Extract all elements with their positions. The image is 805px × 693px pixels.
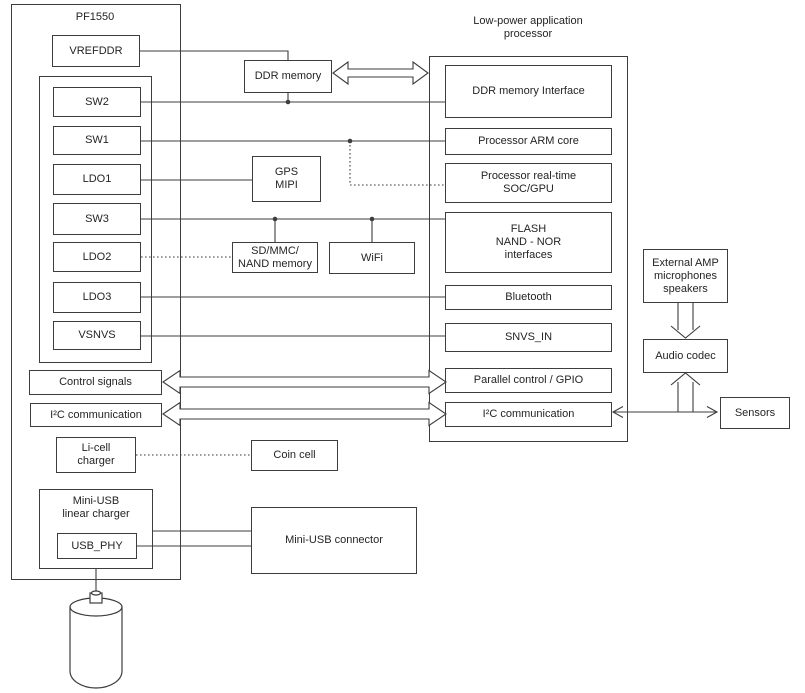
block-sw1: SW1 (53, 126, 141, 155)
processor-outer-box (429, 56, 628, 442)
block-realtime-soc: Processor real-time SOC/GPU (445, 163, 612, 203)
block-sw3: SW3 (53, 203, 141, 235)
block-miniusb-connector: Mini-USB connector (251, 507, 417, 574)
processor-title: Low-power application processor (473, 15, 583, 40)
block-i2c-proc: I²C communication (445, 402, 612, 427)
block-bluetooth: Bluetooth (445, 285, 612, 310)
block-i2c-pmic: I²C communication (30, 403, 162, 427)
block-control-signals: Control signals (29, 370, 162, 395)
arrowhead-down (670, 325, 701, 339)
control-bidirectional-arrow (162, 369, 447, 395)
block-miniusb-charger (39, 489, 153, 569)
block-coin-cell: Coin cell (251, 440, 338, 471)
block-flash: FLASH NAND - NOR interfaces (445, 212, 612, 273)
block-snvs-in: SNVS_IN (445, 323, 612, 352)
ddr-bidirectional-arrow (332, 60, 429, 86)
arrowhead-up (670, 372, 701, 386)
block-ldo1: LDO1 (53, 164, 141, 195)
pf1550-title: PF1550 (75, 11, 115, 23)
block-wifi: WiFi (329, 242, 415, 274)
block-gps-mipi: GPS MIPI (252, 156, 321, 202)
block-vsnvs: VSNVS (53, 321, 141, 350)
block-ldo3: LDO3 (53, 282, 141, 313)
block-ddr-memory: DDR memory (244, 60, 332, 93)
block-arm-core: Processor ARM core (445, 128, 612, 155)
miniusb-charger-label: Mini-USB linear charger (62, 495, 130, 520)
block-licell-charger: Li-cell charger (56, 437, 136, 473)
junction-dot (347, 138, 353, 144)
block-sd-mmc: SD/MMC/ NAND memory (232, 242, 318, 273)
block-sw2: SW2 (53, 87, 141, 117)
i2c-bidirectional-arrow (162, 401, 447, 427)
block-ddr-interface: DDR memory Interface (445, 65, 612, 118)
junction-dot (285, 99, 291, 105)
block-sensors: Sensors (720, 397, 790, 429)
block-parallel-gpio: Parallel control / GPIO (445, 368, 612, 393)
block-external-amp: External AMP microphones speakers (643, 249, 728, 303)
junction-dot (272, 216, 278, 222)
arrowhead-right (706, 406, 719, 418)
block-ldo2: LDO2 (53, 242, 141, 272)
block-usb-phy: USB_PHY (57, 533, 137, 559)
battery-icon (69, 590, 123, 689)
block-audio-codec: Audio codec (643, 339, 728, 373)
block-vrefddr: VREFDDR (52, 35, 140, 67)
junction-dot (369, 216, 375, 222)
